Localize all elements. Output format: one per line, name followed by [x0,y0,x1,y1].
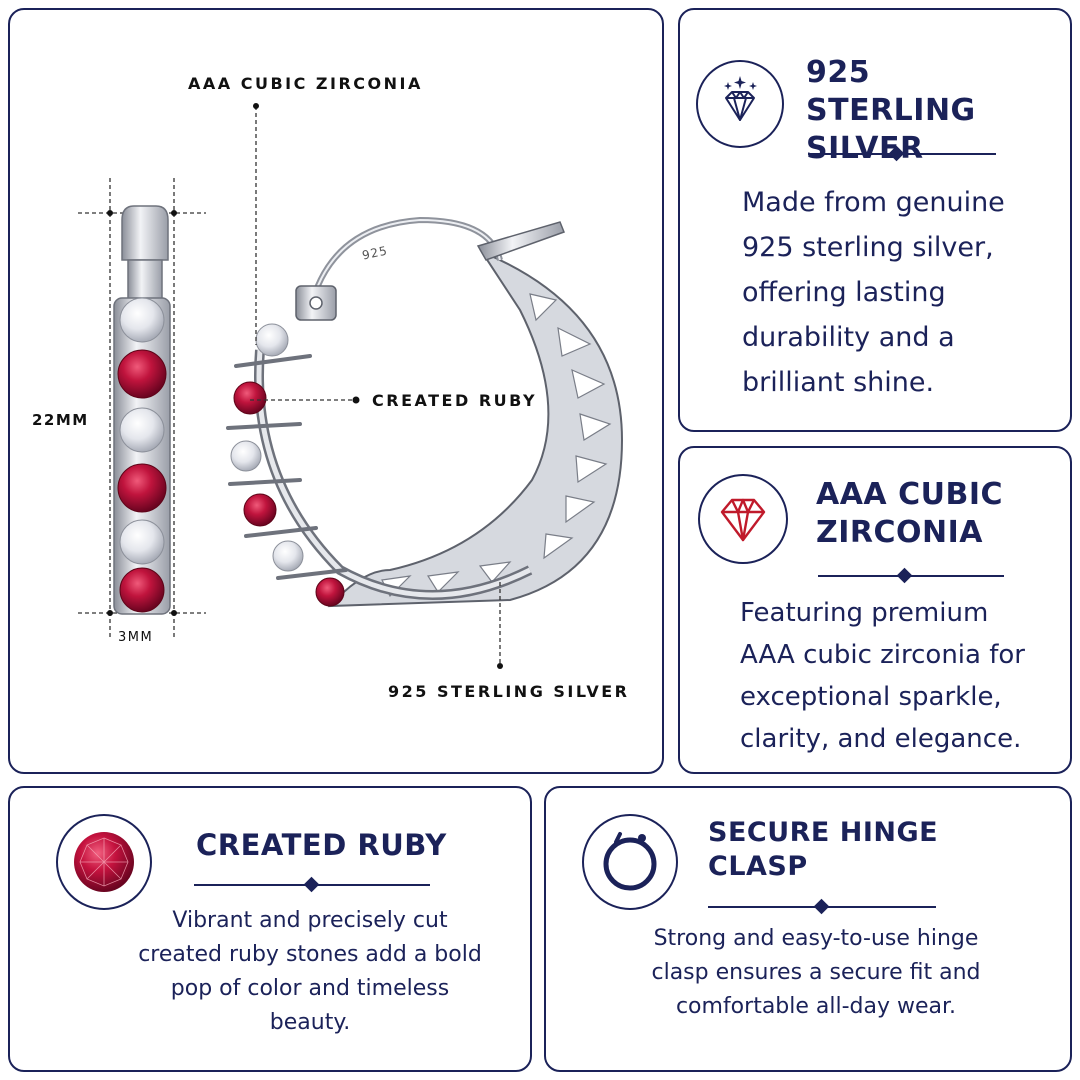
red-diamond-icon [698,474,788,564]
feature-description-hinge-clasp: Strong and easy-to-use hinge clasp ensur… [651,926,981,1019]
feature-description-cubic-zirconia: Featuring premium AAA cubic zirconia for… [740,598,1025,754]
earring-side-view [78,103,624,669]
divider-diamond [896,567,913,584]
product-diagram-panel: AAA CUBIC ZIRCONIA CREATED RUBY 925 STER… [8,8,664,774]
divider-diamond [303,876,320,893]
feature-title-hinge-clasp: SECURE HINGE CLASP [708,817,939,882]
feature-card-created-ruby: CREATED RUBY Vibrant and precisely cut c… [8,786,532,1072]
dimension-width-label: 3MM [118,630,154,645]
feature-card-hinge-clasp: SECURE HINGE CLASP Strong and easy-to-us… [544,786,1072,1072]
feature-description-created-ruby: Vibrant and precisely cut created ruby s… [138,908,482,1035]
ruby-gem-icon [56,814,152,910]
dimension-height-label: 22MM [32,411,89,429]
feature-description-sterling-silver: Made from genuine 925 sterling silver, o… [742,187,1005,398]
callout-sterling-silver: 925 STERLING SILVER [388,682,630,701]
feature-card-sterling-silver: 925 STERLING SILVER Made from genuine 92… [678,8,1072,432]
feature-title-sterling-silver: 925 STERLING SILVER [806,55,976,166]
callout-cubic-zirconia: AAA CUBIC ZIRCONIA [188,74,423,93]
divider-diamond [813,898,830,915]
diamond-sparkle-icon [696,60,784,148]
hoop-clasp-icon [582,814,678,910]
feature-card-cubic-zirconia: AAA CUBIC ZIRCONIA Featuring premium AAA… [678,446,1072,774]
callout-created-ruby: CREATED RUBY [372,391,538,410]
feature-title-created-ruby: CREATED RUBY [196,828,447,862]
feature-title-cubic-zirconia: AAA CUBIC ZIRCONIA [816,477,1004,550]
